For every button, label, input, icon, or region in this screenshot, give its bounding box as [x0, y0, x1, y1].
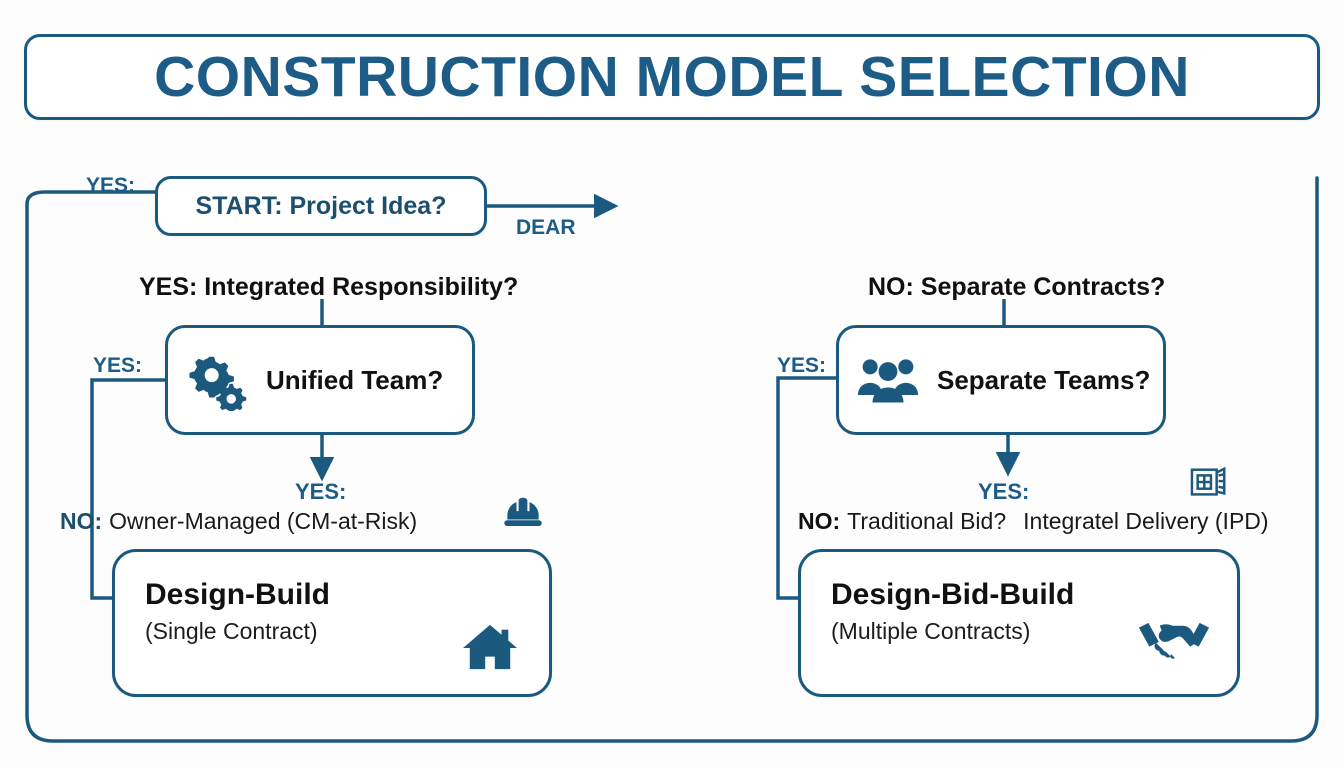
design-build-title: Design-Build [145, 578, 330, 611]
left-alt-label: Owner-Managed (CM-at-Risk) [109, 508, 418, 534]
blueprint-icon [1190, 464, 1230, 507]
separate-teams-yes-label: YES: [777, 354, 827, 377]
design-bid-build-title: Design-Bid-Build [831, 578, 1075, 611]
right-alt-prefix: NO: [798, 508, 841, 534]
start-node[interactable]: START: Project Idea? [155, 176, 487, 236]
start-node-label: START: Project Idea? [195, 191, 447, 220]
design-build-node[interactable]: Design-Build (Single Contract) [112, 549, 552, 697]
unified-team-node[interactable]: Unified Team? [165, 325, 475, 435]
separate-teams-node[interactable]: Separate Teams? [836, 325, 1166, 435]
people-group-icon [857, 355, 919, 405]
design-bid-build-node[interactable]: Design-Bid-Build (Multiple Contracts) [798, 549, 1240, 697]
right-branch-heading: NO: Separate Contracts? [868, 273, 1166, 301]
right-down-branch-label: YES: [978, 479, 1030, 504]
start-exit-branch-label: DEAR [516, 216, 576, 239]
hard-hat-icon [500, 492, 546, 539]
start-entry-branch-label: YES: [86, 174, 136, 197]
left-branch-heading: YES: Integrated Responsibility? [139, 273, 519, 301]
design-bid-build-subtitle: (Multiple Contracts) [831, 618, 1031, 644]
right-alt-row: NO: Traditional Bid? Integratel Delivery… [798, 508, 1269, 535]
left-down-branch-label: YES: [295, 479, 347, 504]
title-banner: CONSTRUCTION MODEL SELECTION [24, 34, 1320, 120]
unified-team-label: Unified Team? [266, 364, 444, 395]
handshake-icon [1137, 615, 1211, 668]
left-alt-prefix: NO: [60, 508, 103, 534]
gears-icon [186, 349, 248, 411]
left-alt-row: NO: Owner-Managed (CM-at-Risk) [60, 508, 417, 535]
right-alt-label-2: Integratel Delivery (IPD) [1023, 508, 1269, 534]
right-alt-label: Traditional Bid? [847, 508, 1007, 534]
page-title: CONSTRUCTION MODEL SELECTION [154, 45, 1190, 109]
unified-team-yes-label: YES: [93, 354, 143, 377]
separate-teams-label: Separate Teams? [937, 364, 1151, 395]
design-build-subtitle: (Single Contract) [145, 618, 318, 644]
house-icon [461, 621, 519, 678]
